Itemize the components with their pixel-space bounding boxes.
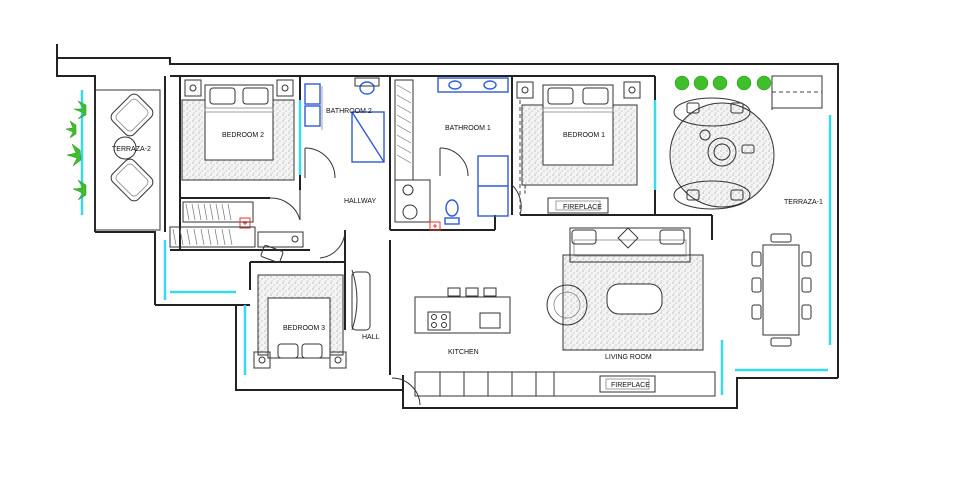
label-terraza-1: TERRAZA-1 xyxy=(784,199,823,206)
label-kitchen: KITCHEN xyxy=(448,349,479,356)
kitchen-fixtures xyxy=(414,287,716,397)
living-room-furniture xyxy=(546,227,704,351)
label-hallway: HALLWAY xyxy=(344,198,376,205)
bathroom-1-fixtures xyxy=(394,77,509,231)
bedroom-2-furniture xyxy=(181,79,295,229)
doors xyxy=(269,147,522,406)
label-bathroom-2: BATHROOM 2 xyxy=(326,108,372,115)
terraza-2-furniture xyxy=(65,89,161,231)
label-living-room: LIVING ROOM xyxy=(605,354,652,361)
label-fireplace-living: FIREPLACE xyxy=(611,382,650,389)
hallway-wardrobe xyxy=(169,226,304,263)
label-hall: HALL xyxy=(362,334,380,341)
room-labels: TERRAZA-2 BEDROOM 2 BATHROOM 2 BATHROOM … xyxy=(112,108,823,389)
label-terraza-2: TERRAZA-2 xyxy=(112,146,151,153)
label-bedroom-3: BEDROOM 3 xyxy=(283,325,325,332)
interior-walls xyxy=(170,75,713,375)
outer-walls xyxy=(56,44,839,409)
label-fireplace-bedroom: FIREPLACE xyxy=(563,204,602,211)
label-bedroom-2: BEDROOM 2 xyxy=(222,132,264,139)
bedroom-3-furniture xyxy=(253,274,347,369)
label-bedroom-1: BEDROOM 1 xyxy=(563,132,605,139)
label-bathroom-1: BATHROOM 1 xyxy=(445,125,491,132)
plant-group-terraza-2 xyxy=(65,100,87,201)
terraza-1-furniture xyxy=(669,75,823,347)
bedroom-1-furniture xyxy=(516,81,641,214)
bathroom-2-fixtures xyxy=(304,77,385,163)
